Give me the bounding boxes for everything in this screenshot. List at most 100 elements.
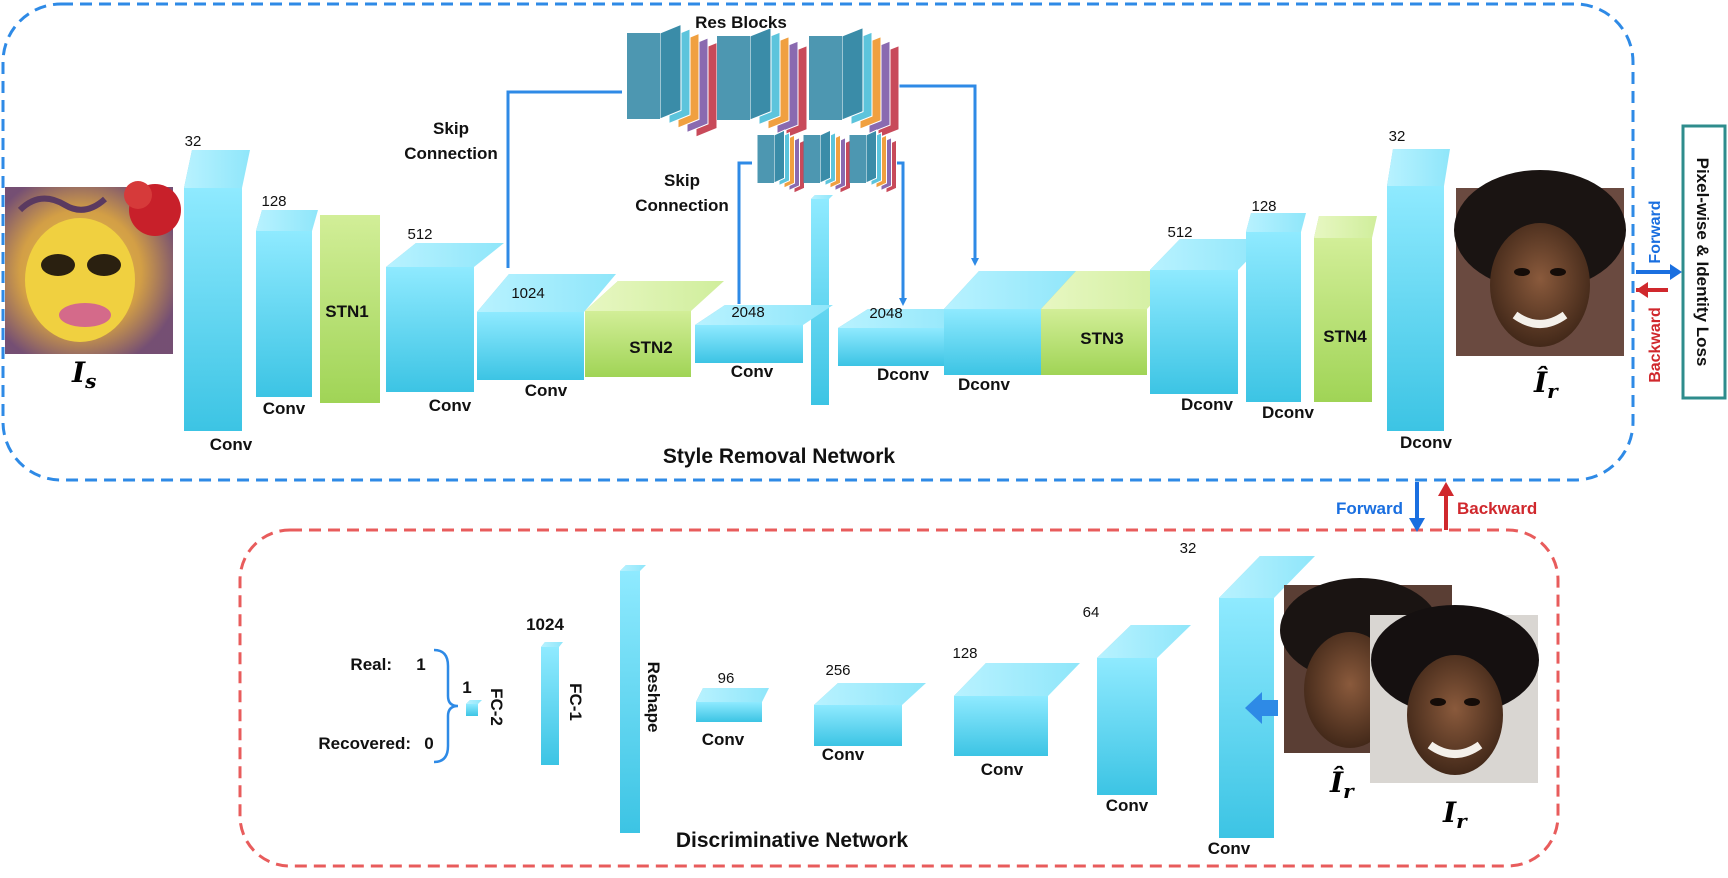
sr-layer-8-label: Dconv <box>877 365 930 384</box>
res-blocks-label: Res Blocks <box>695 13 787 32</box>
sr-layer-13-label: STN4 <box>1323 327 1367 346</box>
real-label: Real: <box>350 655 392 674</box>
disc-layer-2-size: 256 <box>825 662 850 679</box>
disc-layer-2 <box>814 683 926 746</box>
skip-connection-label-2: Skip <box>664 171 700 190</box>
output-image-label: Îr <box>1533 366 1559 403</box>
fc2-size: 1 <box>462 678 471 697</box>
sr-layer-3 <box>320 215 380 403</box>
sr-layer-10-label: STN3 <box>1080 329 1123 348</box>
disc-real-image <box>1370 605 1539 783</box>
sr-layer-14-size: 32 <box>1389 128 1406 145</box>
disc-layer-1-label: Conv <box>702 730 745 749</box>
disc-layer-5-label: Conv <box>1208 839 1251 858</box>
stylized-input-image <box>5 181 181 354</box>
input-image-label: Is <box>71 356 96 393</box>
disc-layer-3-label: Conv <box>981 760 1024 779</box>
sr-layer-7-label: Conv <box>731 362 774 381</box>
disc-layer-1 <box>696 688 769 722</box>
bottleneck-bar <box>811 195 833 405</box>
forward-label-mid: Forward <box>1336 499 1403 518</box>
fc2-label: FC-2 <box>487 688 506 726</box>
sr-layer-9-label: Dconv <box>958 375 1011 394</box>
sr-layer-9 <box>944 271 1081 375</box>
res-block-stack <box>849 129 897 194</box>
recovered-output-image <box>1454 170 1626 356</box>
sr-layer-11-size: 512 <box>1167 224 1192 241</box>
sr-layer-7 <box>695 305 833 363</box>
skip-connection-label-2b: Connection <box>635 196 729 215</box>
res-block-stack <box>809 26 900 139</box>
discriminative-frame <box>238 528 1560 868</box>
sr-layer-2-label: Conv <box>263 399 306 418</box>
sr-layer-4-size: 512 <box>407 226 432 243</box>
disc-layer-1-size: 96 <box>718 670 735 687</box>
disc-input-arrow <box>1245 692 1278 724</box>
sr-layer-3-label: STN1 <box>325 302 368 321</box>
disc-layer-4-size: 64 <box>1083 604 1100 621</box>
style-removal-frame <box>1 2 1635 482</box>
sr-layer-2 <box>256 210 318 397</box>
sr-layer-4-label: Conv <box>429 396 472 415</box>
disc-layer-2-label: Conv <box>822 745 865 764</box>
disc-layer-5-size: 32 <box>1180 540 1197 557</box>
sr-layer-1 <box>184 150 250 431</box>
sr-layer-12-label: Dconv <box>1262 403 1315 422</box>
res-blocks <box>627 23 900 194</box>
disc-layer-3 <box>954 663 1080 756</box>
reshape-label: Reshape <box>644 662 663 733</box>
discriminative-title: Discriminative Network <box>676 829 909 852</box>
sr-layer-12-size: 128 <box>1251 198 1276 215</box>
forward-label-loss: Forward <box>1647 200 1664 263</box>
sr-layer-1-label: Conv <box>210 435 253 454</box>
sr-layer-8 <box>838 309 976 366</box>
sr-layer-7-size: 2048 <box>731 304 764 321</box>
res-block-stack <box>717 26 808 139</box>
recovered-label: Recovered: <box>318 734 411 753</box>
sr-layer-14 <box>1387 149 1450 431</box>
sr-layer-11-label: Dconv <box>1181 395 1234 414</box>
fc1-size: 1024 <box>526 615 564 634</box>
reshape-block <box>620 565 646 833</box>
disc-layer-3-size: 128 <box>952 645 977 662</box>
fc2-block <box>466 700 482 716</box>
fc1-block <box>541 642 563 765</box>
output-brace <box>433 648 459 764</box>
sr-layer-6-label: STN2 <box>629 338 672 357</box>
res-block-stack <box>757 129 805 194</box>
sr-layer-6 <box>585 281 724 377</box>
backward-label-mid: Backward <box>1457 499 1537 518</box>
skip-connection-label-1: Skip <box>433 119 469 138</box>
network-arrows: Forward Backward <box>1336 482 1537 532</box>
sr-layer-5-label: Conv <box>525 381 568 400</box>
sr-layer-5-size: 1024 <box>511 285 544 302</box>
disc-real-image-label: Ir <box>1442 796 1468 833</box>
sr-layer-11 <box>1150 239 1268 394</box>
loss-box: Pixel-wise & Identity Loss <box>1681 124 1727 400</box>
style-removal-title: Style Removal Network <box>663 445 896 468</box>
backward-label-loss: Backward <box>1647 307 1664 383</box>
recovered-value: 0 <box>424 734 433 753</box>
fc1-label: FC-1 <box>566 683 585 721</box>
sr-layer-2-size: 128 <box>261 193 286 210</box>
loss-box-label: Pixel-wise & Identity Loss <box>1693 158 1712 367</box>
sr-layer-8-size: 2048 <box>869 305 902 322</box>
sr-layer-14-label: Dconv <box>1400 433 1453 452</box>
disc-recovered-image-label: Îr <box>1329 766 1355 803</box>
sr-layer-10 <box>1041 271 1182 375</box>
sr-layer-13 <box>1314 216 1377 402</box>
sr-layer-5 <box>477 274 616 380</box>
disc-layer-5 <box>1219 556 1315 838</box>
res-block-stack <box>627 23 718 138</box>
sr-layer-4 <box>386 243 504 392</box>
loss-arrows: Forward Backward <box>1636 200 1682 383</box>
real-value: 1 <box>416 655 425 674</box>
disc-layer-4 <box>1097 625 1191 795</box>
sr-layer-12 <box>1246 213 1306 402</box>
disc-layer-4-label: Conv <box>1106 796 1149 815</box>
skip-connection-label-1b: Connection <box>404 144 498 163</box>
